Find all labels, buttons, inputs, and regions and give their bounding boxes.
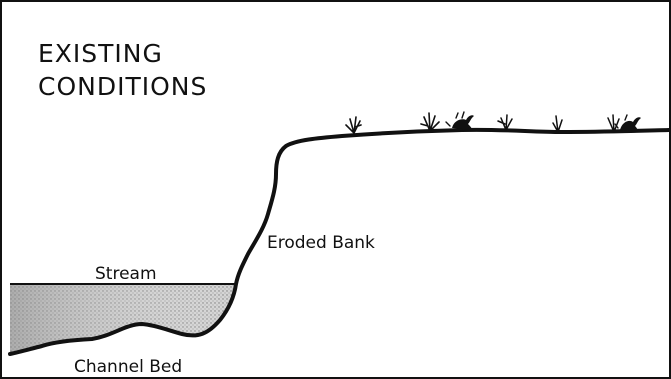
plant-icon [346,117,361,133]
channel-bed-label: Channel Bed [74,357,182,377]
stream-label: Stream [95,264,157,284]
plant-icon [421,113,439,131]
plant-icon [553,116,562,132]
bird-icon [446,112,474,130]
eroded-bank-label: Eroded Bank [267,233,375,253]
plant-icon [498,115,512,130]
